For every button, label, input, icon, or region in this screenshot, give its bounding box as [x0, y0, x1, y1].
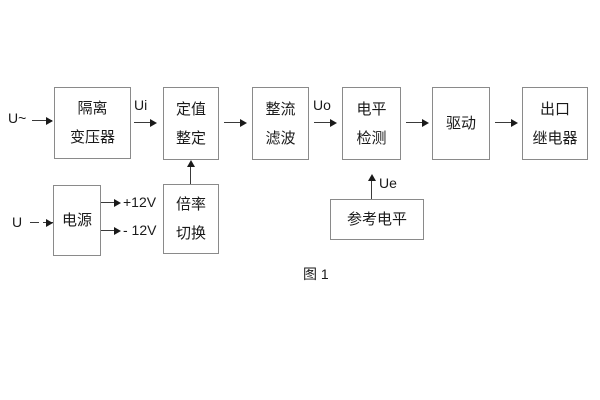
box-setting-value: 定值 整定 — [163, 87, 219, 160]
arrow-line-drive-to-relay — [495, 122, 516, 123]
arrow-line-setting-to-rectifier — [224, 122, 245, 123]
arrow-line-uo — [314, 122, 335, 123]
box-reference-level-line-1: 参考电平 — [346, 211, 407, 228]
box-level-detection-line-1: 电平 — [356, 100, 387, 118]
box-drive: 驱动 — [432, 87, 490, 160]
arrow-head-neg12v — [114, 227, 121, 235]
arrow-line-pos12v — [101, 202, 118, 203]
signal-label-ue: Ue — [379, 175, 397, 191]
box-multiplier-switch: 倍率 切换 — [163, 184, 219, 254]
box-level-detection: 电平 检测 — [342, 87, 401, 160]
box-output-relay-line-1: 出口 — [539, 100, 570, 118]
arrow-line-input-ac — [32, 120, 52, 121]
arrow-head-input-ac — [46, 117, 53, 125]
arrow-line-multiplier-to-setting — [190, 163, 191, 184]
box-isolation-transformer-line-2: 变压器 — [69, 129, 115, 146]
box-isolation-transformer-line-1: 隔离 — [77, 100, 108, 117]
arrow-head-level-to-drive — [422, 119, 429, 127]
arrow-head-pos12v — [114, 199, 121, 207]
input-dc-label: U — [12, 214, 23, 230]
arrow-dash-input-dc-1 — [30, 222, 39, 223]
box-rectifier-filter: 整流 滤波 — [252, 87, 309, 160]
box-level-detection-line-2: 检测 — [356, 129, 387, 147]
arrow-line-ue — [371, 178, 372, 199]
voltage-label-neg12v: - 12V — [123, 222, 157, 238]
figure-caption: 图 1 — [303, 266, 329, 282]
box-isolation-transformer: 隔离 变压器 — [54, 87, 131, 159]
box-setting-value-line-2: 整定 — [175, 129, 206, 147]
arrow-head-drive-to-relay — [511, 119, 518, 127]
arrow-line-neg12v — [101, 230, 118, 231]
signal-label-ui: Ui — [134, 97, 148, 113]
arrow-head-setting-to-rectifier — [240, 119, 247, 127]
box-rectifier-filter-line-2: 滤波 — [265, 129, 296, 147]
arrow-head-multiplier-to-setting — [187, 160, 195, 167]
arrow-head-uo — [330, 119, 337, 127]
arrow-head-ue — [368, 174, 376, 181]
box-multiplier-switch-line-2: 切换 — [175, 225, 206, 242]
arrow-head-input-dc — [46, 219, 53, 227]
box-drive-line-1: 驱动 — [445, 115, 476, 132]
input-ac-label: U~ — [8, 110, 27, 126]
box-output-relay: 出口 继电器 — [522, 87, 588, 160]
signal-label-uo: Uo — [313, 97, 331, 113]
box-setting-value-line-1: 定值 — [175, 100, 206, 118]
arrow-head-ui — [150, 119, 157, 127]
box-multiplier-switch-line-1: 倍率 — [175, 196, 206, 213]
arrow-line-ui — [134, 122, 155, 123]
box-reference-level: 参考电平 — [330, 199, 424, 240]
voltage-label-pos12v: +12V — [123, 194, 157, 210]
box-power-supply-line-1: 电源 — [61, 212, 92, 229]
box-rectifier-filter-line-1: 整流 — [265, 100, 296, 118]
arrow-line-level-to-drive — [406, 122, 427, 123]
box-power-supply: 电源 — [53, 185, 101, 256]
box-output-relay-line-2: 继电器 — [532, 129, 578, 147]
